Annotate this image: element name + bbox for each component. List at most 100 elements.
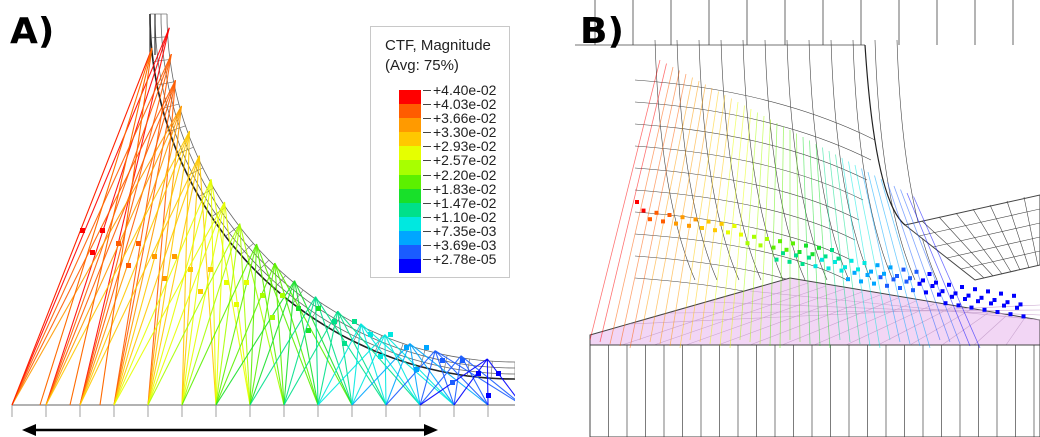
fiber-node-marker	[966, 293, 971, 298]
fiber-node-marker	[739, 232, 743, 237]
fiber-node-marker	[843, 265, 847, 270]
right-block-grid	[972, 208, 1012, 273]
legend-swatch	[399, 202, 421, 217]
legend-value: +1.10e-02	[433, 208, 497, 225]
legend-value: +3.69e-03	[433, 237, 497, 254]
fiber-node-marker	[976, 299, 980, 304]
fiber-line	[874, 175, 921, 347]
fiber-node-marker	[914, 269, 919, 274]
fiber-node-marker	[947, 282, 951, 287]
fiber-node-marker	[172, 254, 177, 259]
fiber-line	[749, 115, 765, 343]
legend-swatch	[399, 259, 421, 274]
fiber-node-marker	[378, 354, 383, 359]
fiber-line	[210, 179, 217, 406]
fiber-node-marker	[732, 224, 737, 228]
fiber-node-marker	[836, 256, 841, 261]
fiber-node-marker	[992, 298, 997, 302]
fiber-line	[409, 343, 489, 406]
fiber-line	[409, 343, 421, 406]
fiber-node-marker	[100, 228, 105, 233]
plate-grid-line	[973, 315, 1007, 346]
plate-grid-line	[781, 297, 899, 346]
fiber-node-marker	[856, 267, 860, 272]
legend-value: +2.78e-05	[433, 251, 497, 268]
fiber-line	[79, 155, 200, 406]
fiber-node-marker	[989, 301, 993, 306]
fiber-node-marker	[800, 262, 805, 266]
plate-grid-line	[669, 309, 1040, 314]
fiber-node-marker	[810, 252, 815, 257]
fiber-line	[283, 310, 339, 406]
fiber-line	[639, 77, 693, 341]
fiber-line	[79, 80, 176, 406]
fiber-line	[360, 323, 455, 406]
fiber-node-marker	[921, 278, 925, 283]
plate-grid-line	[749, 290, 1040, 321]
plate-top-face	[589, 277, 1040, 346]
fillet-mesh-line	[852, 39, 894, 281]
fiber-node-marker	[963, 297, 967, 301]
fiber-node-marker	[280, 293, 285, 298]
fiber-line	[649, 80, 700, 343]
right-block-grid	[1006, 200, 1030, 269]
fiber-node-marker	[797, 250, 802, 254]
legend-value: +7.35e-03	[433, 222, 497, 239]
fiber-line	[45, 130, 190, 406]
fillet-mesh-line	[874, 39, 916, 281]
fillet-mesh-line	[764, 39, 806, 281]
legend-value: +3.30e-02	[433, 124, 497, 141]
fiber-node-marker	[960, 285, 964, 289]
fiber-line	[283, 280, 296, 406]
fillet-mesh-line	[634, 233, 848, 281]
legend-swatch	[399, 245, 421, 260]
fiber-node-marker	[813, 264, 818, 269]
fillet-element-edge	[225, 225, 240, 237]
fiber-line	[239, 223, 285, 406]
fiber-node-marker	[116, 241, 121, 246]
fiber-node-marker	[950, 294, 954, 299]
fiber-node-marker	[306, 328, 311, 333]
fiber-node-marker	[833, 260, 837, 264]
fiber-node-marker	[953, 291, 958, 296]
fillet-mesh-line	[676, 39, 718, 281]
fiber-node-marker	[904, 279, 909, 284]
fiber-line	[215, 280, 295, 406]
fiber-node-marker	[316, 306, 321, 311]
fiber-line	[215, 223, 241, 406]
fillet-element-edge	[374, 335, 383, 352]
fiber-node-marker	[895, 274, 899, 278]
fillet-element-edge	[256, 259, 270, 273]
right-block-grid	[960, 250, 1040, 270]
fiber-node-marker	[969, 305, 974, 310]
fiber-line	[249, 243, 258, 406]
fiber-line	[351, 343, 411, 406]
fiber-node-marker	[995, 310, 1000, 314]
fiber-node-marker	[424, 345, 429, 350]
fiber-node-marker	[804, 243, 808, 248]
fiber-line	[314, 296, 319, 406]
fiber-node-marker	[888, 265, 893, 270]
fiber-node-marker	[934, 280, 938, 285]
legend-value: +1.83e-02	[433, 180, 497, 197]
fiber-node-marker	[713, 228, 717, 233]
contour-plot-b	[575, 0, 1040, 437]
fiber-line	[283, 296, 317, 406]
fiber-node-marker	[911, 288, 915, 293]
fiber-line	[45, 53, 172, 406]
fiber-line	[351, 334, 386, 406]
legend-tick	[423, 146, 431, 148]
fiber-line	[709, 101, 739, 345]
fiber-node-marker	[784, 247, 789, 252]
legend-title: CTF, Magnitude	[385, 37, 491, 54]
fiber-node-marker	[1005, 300, 1010, 305]
right-block-grid	[955, 212, 1003, 275]
fiber-line	[913, 196, 981, 349]
fiber-node-marker	[924, 290, 928, 295]
panel-a	[0, 0, 515, 437]
fiber-line	[460, 355, 515, 401]
fiber-node-marker	[1012, 293, 1016, 298]
fiber-node-marker	[745, 241, 750, 246]
fiber-node-marker	[758, 243, 763, 248]
legend-swatch	[399, 160, 421, 175]
